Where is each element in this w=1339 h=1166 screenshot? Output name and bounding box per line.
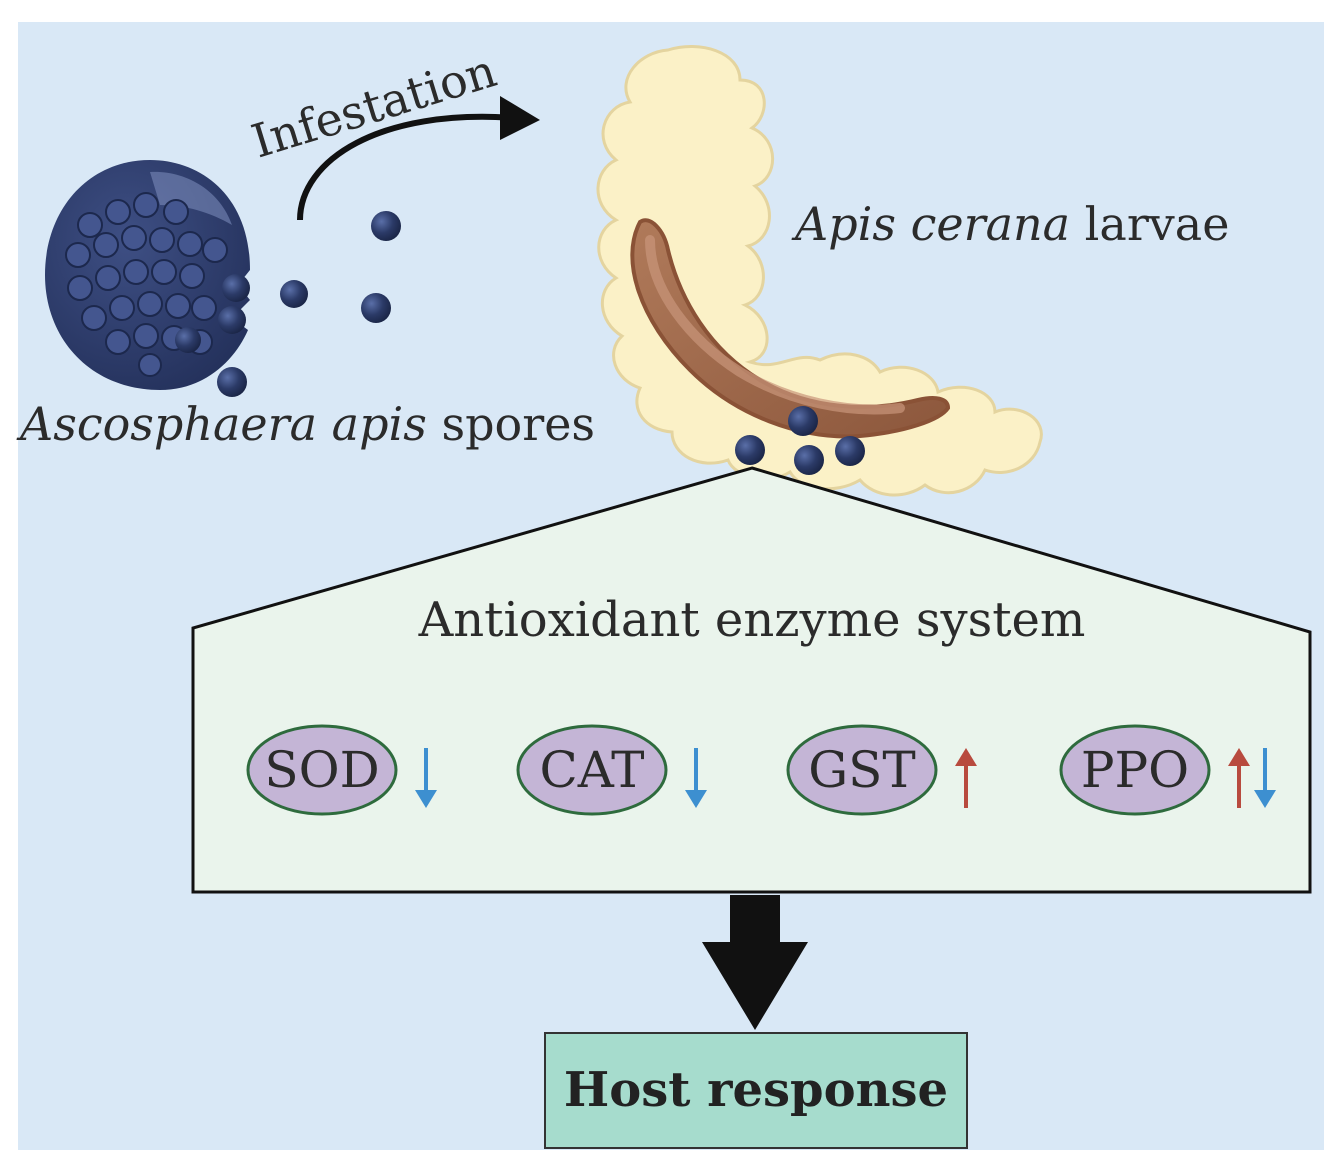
system-title: Antioxidant enzyme system [418, 592, 1086, 648]
arrow-down-icon [685, 748, 707, 808]
host-response-label: Host response [564, 1062, 948, 1118]
enzyme-label-ppo: PPO [1081, 741, 1189, 799]
arrow-up-icon [1228, 748, 1250, 808]
larvae-label: Apis cerana larvae [791, 197, 1229, 251]
enzyme-ellipse [246, 724, 398, 816]
enzyme-cat: CAT [516, 724, 707, 816]
enzyme-ellipse [1059, 724, 1211, 816]
spore-cyst-icon [45, 160, 250, 390]
larvae-species: Apis cerana [791, 197, 1070, 251]
arrow-up-icon [955, 748, 977, 808]
enzyme-group: SOD CAT GST PPO [246, 724, 1276, 816]
enzyme-sod: SOD [246, 724, 437, 816]
released-spores [175, 211, 401, 397]
spores-species: Ascosphaera apis [16, 397, 427, 451]
larvae-word: larvae [1070, 197, 1229, 251]
infestation-arrow-icon [297, 96, 540, 221]
arrow-down-icon [1254, 748, 1276, 808]
enzyme-ellipse [516, 724, 668, 816]
larva-icon [596, 45, 1043, 497]
enzyme-label-sod: SOD [264, 741, 379, 799]
host-response-box [544, 1032, 968, 1149]
enzyme-label-cat: CAT [540, 741, 645, 799]
enzyme-label-gst: GST [808, 741, 916, 799]
enzyme-ellipse [786, 724, 938, 816]
down-flow-arrow-icon [702, 895, 808, 1030]
arrow-down-icon [415, 748, 437, 808]
enzyme-gst: GST [786, 724, 977, 816]
spores-label: Ascosphaera apis spores [16, 397, 595, 451]
spores-word: spores [427, 397, 595, 451]
enzyme-ppo: PPO [1059, 724, 1276, 816]
antioxidant-panel [191, 466, 1312, 894]
